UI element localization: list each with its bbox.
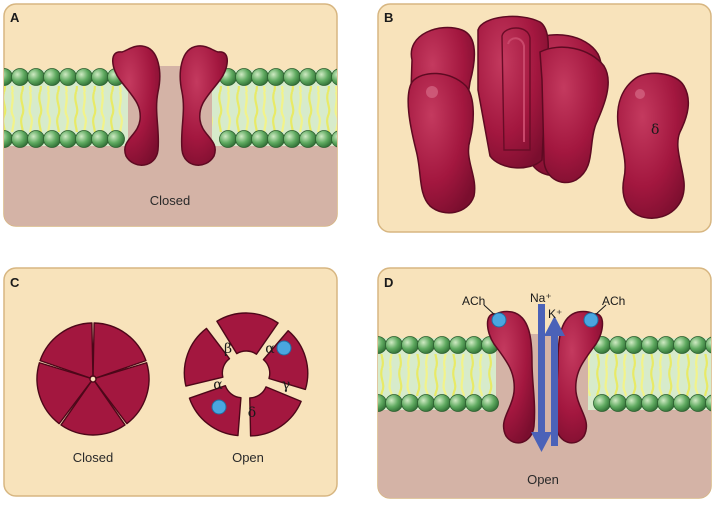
lipid-head [450, 337, 467, 354]
lipid-head [690, 395, 707, 412]
panel-a: A Closed [0, 4, 349, 226]
lipid-head [44, 69, 61, 86]
lipid-head [434, 337, 451, 354]
lipid-head [76, 69, 93, 86]
lipid-head [658, 337, 675, 354]
lipid-head [402, 337, 419, 354]
lipid-head [370, 337, 387, 354]
lipid-head [44, 131, 61, 148]
subunit-beta-label: β [224, 341, 232, 357]
ach-label-right: ACh [602, 294, 625, 308]
lipid-head [252, 69, 269, 86]
lipid-head [370, 395, 387, 412]
lipid-head [300, 69, 317, 86]
lipid-head [284, 69, 301, 86]
lipid-head [658, 395, 675, 412]
lipid-head [466, 337, 483, 354]
lipid-head [12, 69, 29, 86]
lipid-head [386, 337, 403, 354]
subunit-gamma-label: γ [282, 377, 290, 393]
ach-binding-site-top [277, 341, 291, 355]
lipid-head [418, 395, 435, 412]
lipid-head [316, 69, 333, 86]
lipid-head [626, 395, 643, 412]
ach-binding-site-left [212, 400, 226, 414]
cytoplasm-region [4, 146, 337, 226]
lipid-head [268, 69, 285, 86]
lipid-head [332, 69, 349, 86]
lipid-head [316, 131, 333, 148]
lipid-head [642, 337, 659, 354]
lipid-head [402, 395, 419, 412]
subunit-delta-separated [618, 73, 689, 218]
lipid-head [674, 337, 691, 354]
lipid-head [434, 395, 451, 412]
k-ion-label: K⁺ [548, 307, 562, 321]
lipid-head [76, 131, 93, 148]
lipid-head [92, 131, 109, 148]
panel-a-label: A [10, 10, 20, 25]
lipid-head [108, 131, 125, 148]
lipid-head [674, 395, 691, 412]
lipid-head [466, 395, 483, 412]
lipid-head [268, 131, 285, 148]
ach-bound-right [584, 313, 598, 327]
panel-b: B δ [378, 4, 711, 232]
lipid-head [594, 395, 611, 412]
lipid-head [236, 131, 253, 148]
lipid-head [252, 131, 269, 148]
panel-a-caption: Closed [150, 193, 190, 208]
lipid-head [236, 69, 253, 86]
lipid-head [28, 131, 45, 148]
lipid-head [28, 69, 45, 86]
lipid-head [220, 131, 237, 148]
lipid-head [284, 131, 301, 148]
lipid-head [386, 395, 403, 412]
subunit-delta-label: δ [651, 122, 659, 138]
lipid-head [12, 131, 29, 148]
lipid-head [610, 395, 627, 412]
lipid-head [450, 395, 467, 412]
panel-d-caption: Open [527, 472, 559, 487]
lipid-head [332, 131, 349, 148]
subunit-alpha-left-label: α [213, 377, 223, 393]
panel-b-label: B [384, 10, 393, 25]
panel-d-label: D [384, 275, 393, 290]
subunit-delta-label: δ [248, 405, 256, 421]
closed-caption: Closed [73, 450, 113, 465]
na-ion-label: Na⁺ [530, 291, 552, 305]
lipid-head [690, 337, 707, 354]
open-caption: Open [232, 450, 264, 465]
panel-c: β α α γ δ C Closed Open [4, 268, 337, 496]
lipid-head [300, 131, 317, 148]
panel-d: D ACh ACh Na⁺ K⁺ Open [370, 268, 716, 500]
lipid-head [626, 337, 643, 354]
ach-bound-left [492, 313, 506, 327]
lipid-head [60, 69, 77, 86]
lipid-head [482, 395, 499, 412]
lipid-head [642, 395, 659, 412]
subunit-alpha-top-label: α [265, 341, 275, 357]
lipid-head [60, 131, 77, 148]
lipid-head [610, 337, 627, 354]
ach-label-left: ACh [462, 294, 485, 308]
lipid-head [418, 337, 435, 354]
lipid-head [92, 69, 109, 86]
panel-c-label: C [10, 275, 20, 290]
